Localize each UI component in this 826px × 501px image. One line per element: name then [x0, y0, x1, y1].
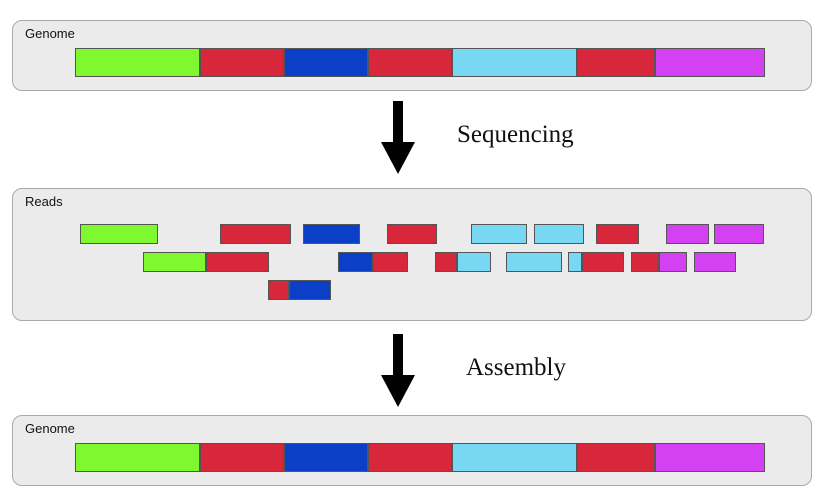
- genome-segment: [452, 48, 577, 77]
- read-segment: [568, 252, 582, 272]
- read-segment: [80, 224, 158, 244]
- read-segment: [582, 252, 624, 272]
- read-segment: [596, 224, 639, 244]
- down-arrow-icon: [381, 334, 415, 407]
- genome-segment: [655, 48, 765, 77]
- read-segment: [220, 224, 291, 244]
- genome-panel-top: Genome: [12, 20, 812, 91]
- genome-segment: [577, 443, 655, 472]
- genome-segment: [452, 443, 577, 472]
- read-segment: [694, 252, 736, 272]
- genome-segment: [577, 48, 655, 77]
- genome-label-top: Genome: [25, 26, 75, 41]
- read-segment: [534, 224, 584, 244]
- genome-segment: [655, 443, 765, 472]
- genome-segment: [368, 48, 452, 77]
- reads-label: Reads: [25, 194, 63, 209]
- sequencing-label: Sequencing: [457, 121, 574, 148]
- read-segment: [631, 252, 659, 272]
- genome-segment: [284, 48, 368, 77]
- read-segment: [435, 252, 457, 272]
- genome-segment: [368, 443, 452, 472]
- read-segment: [268, 280, 289, 300]
- read-segment: [471, 224, 527, 244]
- read-segment: [714, 224, 764, 244]
- read-segment: [506, 252, 562, 272]
- read-segment: [373, 252, 408, 272]
- read-segment: [338, 252, 373, 272]
- genome-segment: [284, 443, 368, 472]
- genome-segment: [200, 443, 284, 472]
- read-segment: [206, 252, 269, 272]
- read-segment: [666, 224, 709, 244]
- genome-segment: [200, 48, 284, 77]
- down-arrow-icon: [381, 101, 415, 174]
- reads-panel: Reads: [12, 188, 812, 321]
- read-segment: [303, 224, 360, 244]
- assembly-label: Assembly: [466, 354, 566, 381]
- genome-segment: [75, 443, 200, 472]
- read-segment: [143, 252, 206, 272]
- genome-segment: [75, 48, 200, 77]
- genome-label-bottom: Genome: [25, 421, 75, 436]
- read-segment: [289, 280, 331, 300]
- read-segment: [387, 224, 437, 244]
- read-segment: [659, 252, 687, 272]
- genome-panel-bottom: Genome: [12, 415, 812, 486]
- read-segment: [457, 252, 491, 272]
